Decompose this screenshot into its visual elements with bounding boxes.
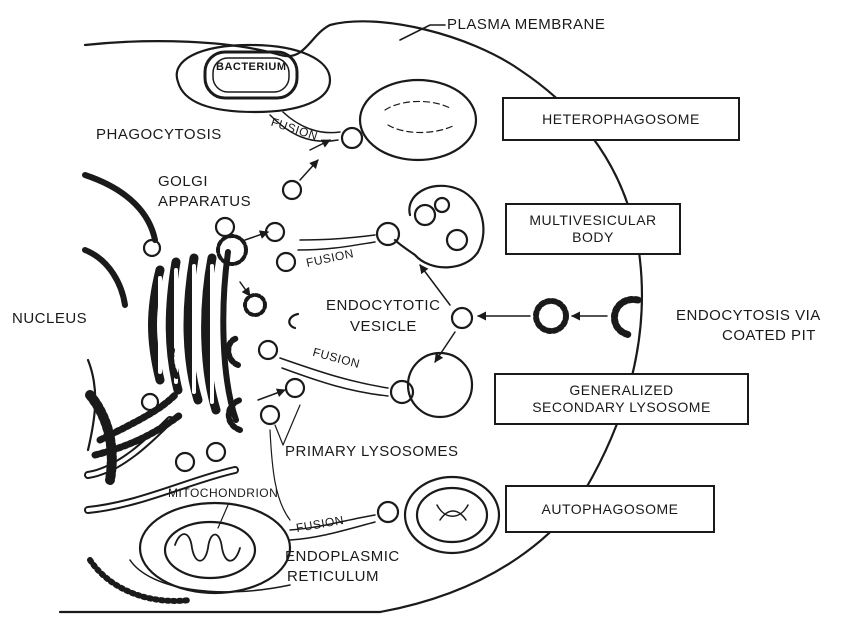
coated-pit-label: COATED PIT [722, 327, 816, 344]
coated-pit [614, 300, 638, 335]
bacterium-label: BACTERIUM [216, 61, 287, 74]
plasma-membrane-label: PLASMA MEMBRANE [447, 16, 605, 33]
body-text: BODY [572, 229, 614, 246]
phagocytosis-label: PHAGOCYTOSIS [96, 126, 222, 143]
primary-lysosomes-label: PRIMARY LYSOSOMES [285, 443, 459, 460]
vesicle-label: VESICLE [350, 318, 417, 335]
endocytosis-via-label: ENDOCYTOSIS VIA [676, 307, 821, 324]
nucleus-label: NUCLEUS [12, 310, 87, 327]
heterophagosome-text: HETEROPHAGOSOME [542, 111, 700, 128]
autophagosome-text: AUTOPHAGOSOME [542, 501, 679, 518]
phagocytic-cup [177, 45, 330, 112]
generalized-text: GENERALIZED [569, 382, 673, 399]
bacterium [205, 52, 297, 98]
secondary-lysosome-text: SECONDARY LYSOSOME [532, 399, 711, 416]
multivesicular-text: MULTIVESICULAR [529, 212, 656, 229]
mitochondrion-label: MITOCHONDRION [168, 487, 278, 501]
secondary-lysosome [408, 353, 472, 417]
mitochondrion [140, 503, 290, 593]
autophagosome-box: AUTOPHAGOSOME [505, 485, 715, 533]
golgi-label: GOLGI [158, 173, 208, 190]
heterophagosome-box: HETEROPHAGOSOME [502, 97, 740, 141]
reticulum-label: RETICULUM [287, 568, 379, 585]
heterophagosome-vesicle [360, 80, 476, 160]
multivesicular-body-box: MULTIVESICULAR BODY [505, 203, 681, 255]
nucleus-envelope [85, 175, 155, 240]
endoplasmic-label: ENDOPLASMIC [285, 548, 400, 565]
apparatus-label: APPARATUS [158, 193, 251, 210]
endocytotic-label: ENDOCYTOTIC [326, 297, 440, 314]
endocytotic-vesicle [452, 308, 472, 328]
generalized-secondary-lysosome-box: GENERALIZED SECONDARY LYSOSOME [494, 373, 749, 425]
